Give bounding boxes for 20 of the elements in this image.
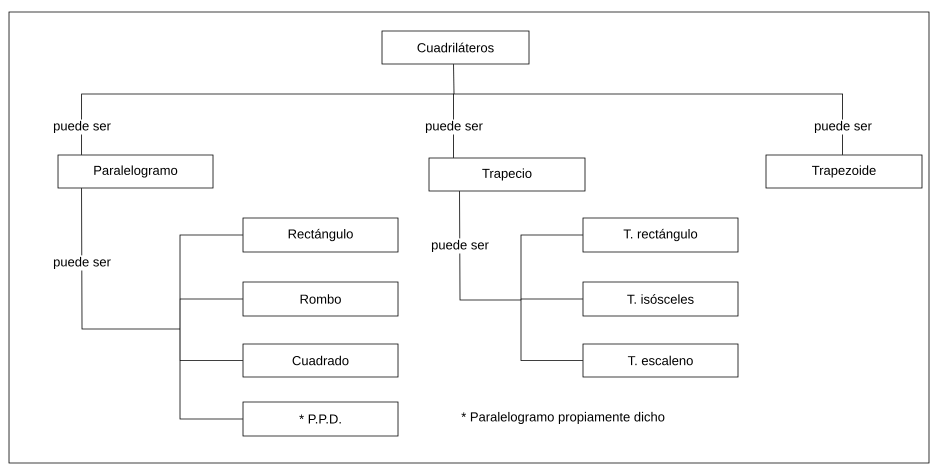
- edge-label: puede ser: [52, 119, 112, 135]
- connector-tree: [81, 188, 243, 420]
- category-box: Rectángulo: [242, 218, 398, 252]
- category-box: Trapecio: [428, 158, 586, 192]
- category-box: Trapezoide: [766, 154, 922, 188]
- footnote-text: * Paralelogramo propiamente dicho: [461, 412, 664, 424]
- category-box: Cuadriláteros: [382, 30, 530, 64]
- connector-tree: [459, 191, 583, 361]
- category-box: T. isósceles: [582, 282, 738, 316]
- edge-label: puede ser: [812, 119, 874, 135]
- connector-tree: [81, 64, 843, 158]
- edge-label: puede ser: [430, 238, 490, 254]
- category-box: T. escaleno: [582, 344, 738, 378]
- category-box: Paralelogramo: [58, 154, 214, 188]
- edge-label: puede ser: [52, 255, 112, 271]
- category-box: Rombo: [242, 282, 398, 316]
- category-box: * P.P.D.: [242, 402, 398, 436]
- category-box: T. rectángulo: [582, 218, 738, 252]
- category-box: Cuadrado: [242, 344, 398, 378]
- edge-label: puede ser: [424, 119, 484, 135]
